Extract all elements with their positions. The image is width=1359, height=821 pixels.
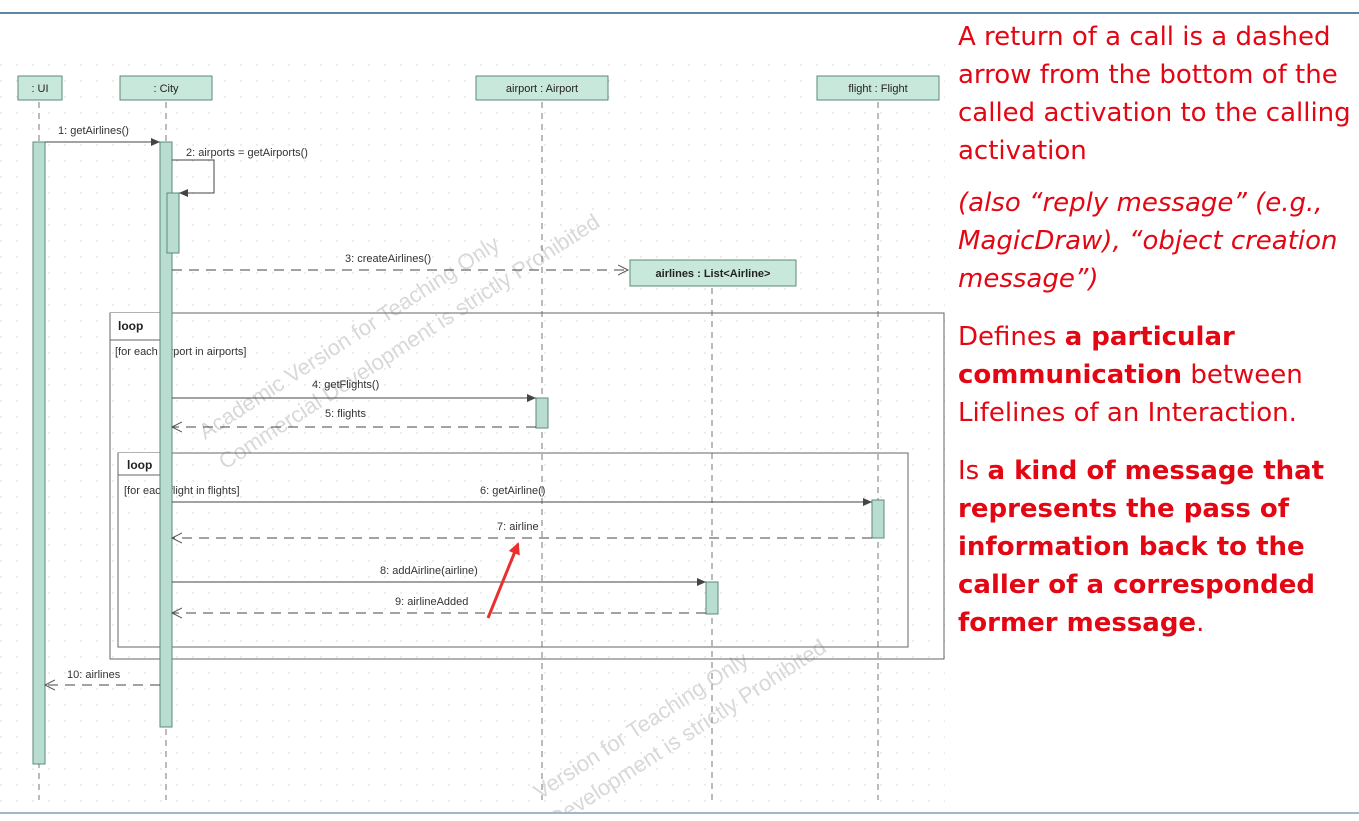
loop-frames: loop [for each airport in airports] loop… [109, 312, 945, 660]
red-pointer-arrow [486, 542, 520, 619]
top-rule [0, 12, 1359, 14]
airlines-activation [705, 581, 719, 615]
explanation-panel: A return of a call is a dashed arrow fro… [958, 18, 1358, 642]
lifeline-lines [38, 102, 879, 800]
communication-prefix: Defines [958, 322, 1065, 352]
ui-activation [32, 141, 46, 765]
inner-loop-frame [117, 452, 909, 648]
airlines-head-label: airlines : List<Airline> [656, 268, 771, 280]
msg-10-label: 10: airlines [67, 669, 121, 681]
message-arrows [45, 138, 872, 685]
inner-loop-guard: [for each flight in flights] [124, 485, 240, 497]
city-self-activation [166, 192, 180, 254]
flight-head-label: flight : Flight [848, 83, 907, 95]
airport-activation [535, 397, 549, 429]
communication-emphasis: a particular communication [958, 322, 1235, 390]
outer-loop-tag: loop [118, 319, 143, 333]
msg-7-label: 7: airline [497, 521, 539, 533]
reply-kind-prefix: Is [958, 456, 988, 486]
msg-5-label: 5: flights [325, 408, 366, 420]
reply-kind-suffix: . [1196, 608, 1205, 638]
msg-8-label: 8: addAirline(airline) [380, 565, 478, 577]
inner-loop-tag: loop [127, 458, 152, 472]
city-head-label: : City [153, 83, 179, 95]
flight-activation [871, 499, 885, 539]
airport-head-label: airport : Airport [506, 83, 578, 95]
message-labels: 1: getAirlines() 2: airports = getAirpor… [58, 125, 545, 681]
msg-3-label: 3: createAirlines() [345, 253, 431, 265]
activations [32, 141, 885, 765]
outer-loop-frame [109, 312, 945, 660]
msg-1-label: 1: getAirlines() [58, 125, 129, 137]
city-head [119, 75, 213, 101]
communication-paragraph: Defines a particular communication betwe… [958, 318, 1358, 432]
city-activation [159, 141, 173, 728]
msg-9-label: 9: airlineAdded [395, 596, 468, 608]
flight-head [816, 75, 940, 101]
alias-paragraph: (also “reply message” (e.g., MagicDraw),… [958, 188, 1338, 294]
msg-2-arrow [172, 159, 215, 197]
definition-paragraph: A return of a call is a dashed arrow fro… [958, 22, 1351, 166]
bottom-rule [0, 812, 1359, 814]
msg-6-label: 6: getAirline() [480, 485, 545, 497]
airlines-head [629, 259, 797, 287]
msg-2-label: 2: airports = getAirports() [186, 147, 308, 159]
airport-head [475, 75, 609, 101]
msg-4-label: 4: getFlights() [312, 379, 379, 391]
grid-background [0, 60, 945, 812]
communication-suffix: between Lifelines of an Interaction. [958, 360, 1303, 428]
outer-loop-guard: [for each airport in airports] [115, 346, 246, 358]
ui-head [17, 75, 63, 101]
reply-kind-emphasis: a kind of message that represents the pa… [958, 456, 1325, 638]
reply-kind-paragraph: Is a kind of message that represents the… [958, 452, 1358, 642]
ui-head-label: : UI [31, 83, 48, 95]
sequence-diagram: Academic Version for Teaching Only Comme… [0, 60, 945, 812]
lifeline-heads: : UI : City airport : Airport flight : F… [17, 75, 940, 287]
